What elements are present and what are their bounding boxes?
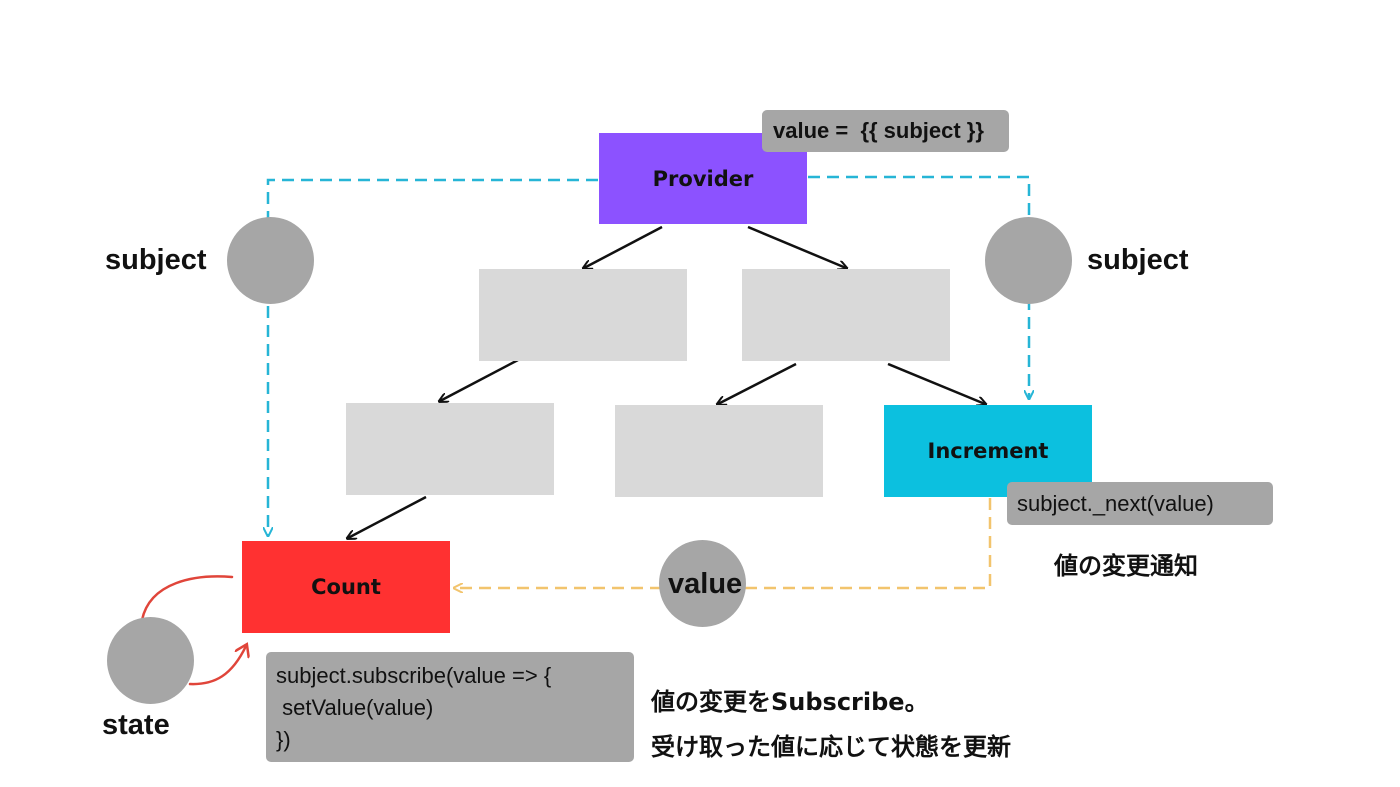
tree-arrow <box>348 495 427 538</box>
subject-circle-right <box>985 217 1072 304</box>
component-placeholder <box>742 269 950 361</box>
component-placeholder <box>479 269 687 361</box>
state-arrow-in <box>188 646 246 686</box>
subject-line-right <box>808 175 1029 398</box>
state-arrow-out <box>140 575 234 622</box>
value-line <box>455 498 992 588</box>
subject-label-left: subject <box>105 244 207 276</box>
subscribe-note-line2: 受け取った値に応じて状態を更新 <box>651 733 1011 761</box>
increment-next-code: subject._next(value) <box>1007 482 1273 525</box>
provider-value-code: value = {{ subject }} <box>762 110 1009 152</box>
tree-arrow <box>887 362 985 404</box>
tree-arrow <box>718 362 797 404</box>
tree-arrow <box>440 358 519 401</box>
state-circle <box>107 617 194 704</box>
tree-arrow <box>747 225 846 268</box>
value-circle <box>659 540 746 627</box>
increment-label: Increment <box>927 439 1049 463</box>
component-placeholder <box>346 403 554 495</box>
subject-circle-left <box>227 217 314 304</box>
count-subscribe-code: subject.subscribe(value => { setValue(va… <box>266 652 634 762</box>
subject-line-left <box>268 178 598 535</box>
component-placeholder <box>615 405 823 497</box>
tree-arrow <box>584 225 663 268</box>
provider-label: Provider <box>652 166 754 191</box>
subscribe-note-line1: 値の変更をSubscribe。 <box>651 688 929 716</box>
state-label: state <box>102 709 170 741</box>
subject-label-right: subject <box>1087 244 1189 276</box>
change-notify-note: 値の変更通知 <box>1054 552 1198 580</box>
increment-node: Increment <box>884 405 1092 497</box>
count-node: Count <box>242 541 450 633</box>
value-label: value <box>668 568 743 600</box>
count-label: Count <box>311 575 381 599</box>
